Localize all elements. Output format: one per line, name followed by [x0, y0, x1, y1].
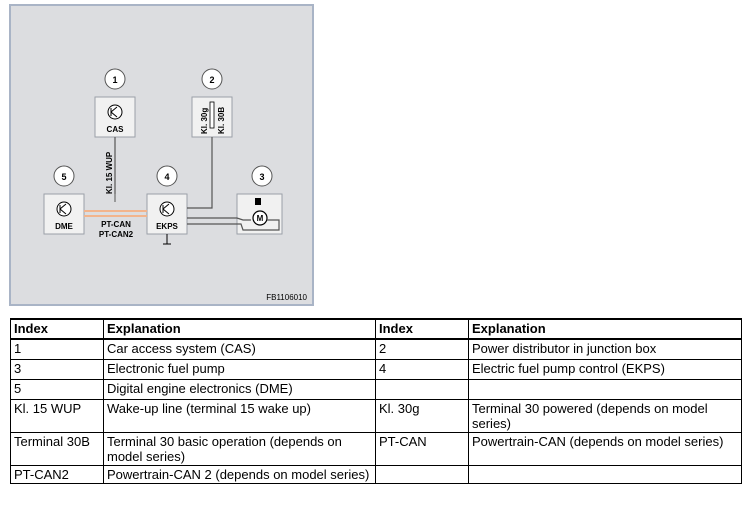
svg-text:4: 4 — [164, 172, 169, 182]
svg-text:1: 1 — [112, 75, 117, 85]
legend-header-row: Index Explanation Index Explanation — [10, 318, 742, 340]
svg-text:5: 5 — [61, 172, 66, 182]
table-row: 1 Car access system (CAS) 2 Power distri… — [10, 338, 742, 360]
explanation-cell — [468, 379, 742, 400]
explanation-cell: Terminal 30 basic operation (depends on … — [103, 432, 376, 466]
ptcan2-label: PT-CAN2 — [99, 230, 134, 239]
dme-transistor-icon — [56, 201, 72, 217]
index-cell: Kl. 15 WUP — [10, 399, 104, 433]
ekps-transistor-icon — [159, 201, 175, 217]
table-row: Kl. 15 WUP Wake-up line (terminal 15 wak… — [10, 399, 742, 433]
header-index: Index — [10, 318, 104, 340]
index-cell: 1 — [10, 338, 104, 360]
component-number-2: 2 — [201, 68, 223, 90]
explanation-cell: Digital engine electronics (DME) — [103, 379, 376, 400]
index-cell: 3 — [10, 359, 104, 380]
header-index: Index — [375, 318, 469, 340]
ptcan-label: PT-CAN — [101, 220, 131, 229]
table-row: Terminal 30B Terminal 30 basic operation… — [10, 432, 742, 466]
index-cell: 5 — [10, 379, 104, 400]
index-cell — [375, 465, 469, 484]
component-number-3: 3 — [251, 165, 273, 187]
index-cell: 4 — [375, 359, 469, 380]
header-explanation: Explanation — [103, 318, 376, 340]
svg-text:M: M — [257, 214, 264, 223]
index-cell: 2 — [375, 338, 469, 360]
legend-table: Index Explanation Index Explanation 1 Ca… — [10, 318, 742, 484]
index-cell: PT-CAN2 — [10, 465, 104, 484]
index-cell — [375, 379, 469, 400]
table-row: PT-CAN2 Powertrain-CAN 2 (depends on mod… — [10, 465, 742, 484]
explanation-cell: Wake-up line (terminal 15 wake up) — [103, 399, 376, 433]
system-diagram: M 1 2 3 4 5 — [9, 4, 314, 306]
explanation-cell: Powertrain-CAN (depends on model series) — [468, 432, 742, 466]
motor-icon: M — [252, 198, 268, 226]
kl30g-label: Kl. 30g — [200, 108, 209, 134]
explanation-cell: Car access system (CAS) — [103, 338, 376, 360]
explanation-cell: Powertrain-CAN 2 (depends on model serie… — [103, 465, 376, 484]
table-row: 5 Digital engine electronics (DME) — [10, 379, 742, 400]
table-row: 3 Electronic fuel pump 4 Electric fuel p… — [10, 359, 742, 380]
ekps-label: EKPS — [156, 222, 178, 231]
kl30b-label: Kl. 30B — [217, 107, 226, 134]
dme-label: DME — [55, 222, 73, 231]
svg-text:2: 2 — [209, 75, 214, 85]
explanation-cell — [468, 465, 742, 484]
header-explanation: Explanation — [468, 318, 742, 340]
svg-text:3: 3 — [259, 172, 264, 182]
index-cell: PT-CAN — [375, 432, 469, 466]
kl30-line — [187, 137, 213, 209]
wup-label: Kl. 15 WUP — [105, 151, 114, 194]
component-number-5: 5 — [53, 165, 75, 187]
component-number-4: 4 — [156, 165, 178, 187]
diagram-canvas: M 1 2 3 4 5 — [43, 68, 308, 302]
explanation-cell: Power distributor in junction box — [468, 338, 742, 360]
index-cell: Kl. 30g — [375, 399, 469, 433]
component-number-1: 1 — [104, 68, 126, 90]
explanation-cell: Electronic fuel pump — [103, 359, 376, 380]
cas-transistor-icon — [107, 104, 123, 120]
index-cell: Terminal 30B — [10, 432, 104, 466]
cas-label: CAS — [107, 125, 125, 134]
figure-code: FB1106010 — [266, 293, 307, 302]
explanation-cell: Terminal 30 powered (depends on model se… — [468, 399, 742, 433]
explanation-cell: Electric fuel pump control (EKPS) — [468, 359, 742, 380]
